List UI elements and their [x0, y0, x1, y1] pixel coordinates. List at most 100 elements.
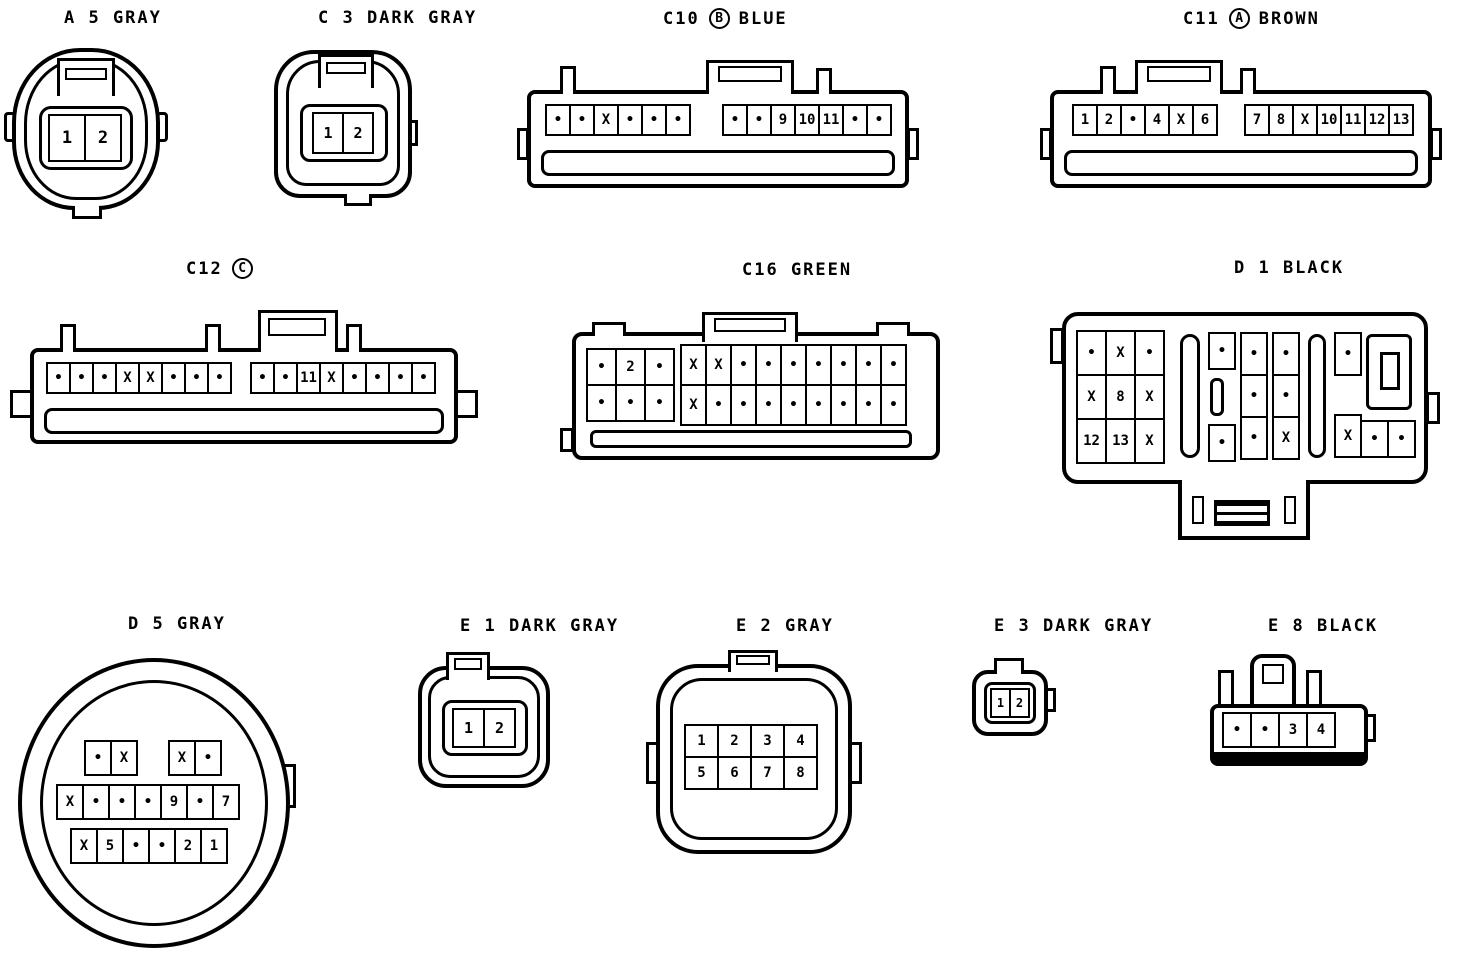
- top-key: [560, 66, 576, 94]
- pin: •: [194, 740, 222, 776]
- pin: •: [46, 362, 71, 394]
- pin-column: •••: [1240, 332, 1268, 460]
- circled-letter-a: A: [1228, 8, 1250, 29]
- pin: •: [1387, 420, 1416, 458]
- pin: •: [780, 384, 807, 426]
- pin: 1: [48, 114, 86, 162]
- pin: •: [805, 344, 832, 386]
- bottom-tab-slot: [1192, 496, 1204, 524]
- pin: •: [1250, 712, 1280, 748]
- pin: X: [680, 384, 707, 426]
- pin: •: [1208, 424, 1236, 462]
- pin-row: ••X•••: [545, 104, 691, 136]
- pin: X: [705, 344, 732, 386]
- pin: •: [411, 362, 436, 394]
- pin: •: [569, 104, 595, 136]
- connector-title-a5: A 5 GRAY: [64, 8, 162, 28]
- pin: •: [1272, 374, 1300, 418]
- pin: •: [122, 828, 150, 864]
- pin: •: [1272, 332, 1300, 376]
- bottom-tab-slot: [1284, 496, 1296, 524]
- pin-row: ••: [1360, 420, 1416, 458]
- title-text: BROWN: [1258, 8, 1320, 29]
- pin: •: [855, 384, 882, 426]
- connector-title-c3: C 3 DARK GRAY: [318, 8, 478, 28]
- pin: 11: [1340, 104, 1366, 136]
- pin: 2: [174, 828, 202, 864]
- pin-row: X•: [168, 740, 222, 776]
- pin: 5: [684, 756, 719, 790]
- connector-title-c16: C16 GREEN: [742, 260, 853, 280]
- bottom-key: [344, 194, 372, 206]
- pin-row: X••••••••: [680, 384, 907, 426]
- pin: •: [1240, 416, 1268, 460]
- top-key: [816, 68, 832, 94]
- pin: 2: [1009, 688, 1030, 718]
- connector-title-c10: C10 B BLUE: [663, 8, 788, 29]
- housing-lower-rail: [541, 150, 895, 176]
- title-text: C12: [186, 258, 223, 279]
- pin: 4: [1144, 104, 1170, 136]
- top-key: [205, 324, 221, 352]
- title-text: BLUE: [738, 8, 788, 29]
- pin: •: [755, 344, 782, 386]
- pin: •: [730, 384, 757, 426]
- pin: 11: [296, 362, 321, 394]
- pin: •: [1120, 104, 1146, 136]
- pin: 13: [1105, 418, 1136, 464]
- pin: X: [1076, 374, 1107, 420]
- title-text: C11: [1183, 8, 1220, 29]
- pin-column: •X: [1334, 332, 1362, 458]
- pin: •: [830, 344, 857, 386]
- pin: 1: [452, 708, 485, 748]
- pin: 1: [990, 688, 1011, 718]
- pin: 11: [818, 104, 844, 136]
- pin: 6: [1192, 104, 1218, 136]
- pin-row: •X•: [1076, 330, 1165, 376]
- top-key: [346, 324, 362, 352]
- pin: 2: [615, 348, 646, 386]
- pin: •: [730, 344, 757, 386]
- pin: •: [92, 362, 117, 394]
- pin: •: [545, 104, 571, 136]
- pin: X: [1292, 104, 1318, 136]
- pin: •: [250, 362, 275, 394]
- latch-tab: [994, 658, 1024, 674]
- pin: 3: [1278, 712, 1308, 748]
- title-text: C10: [663, 8, 700, 29]
- pin: •: [184, 362, 209, 394]
- pin: X: [1272, 416, 1300, 460]
- keying-slot: [1308, 334, 1326, 458]
- pin: 9: [160, 784, 188, 820]
- pin: 13: [1388, 104, 1414, 136]
- pin: •: [108, 784, 136, 820]
- pin: •: [855, 344, 882, 386]
- pin: •: [365, 362, 390, 394]
- pin: 1: [684, 724, 719, 758]
- side-latch: [1426, 392, 1440, 424]
- latch-tab-detail: [1262, 664, 1284, 684]
- latch-tab-detail: [268, 318, 326, 336]
- pin: •: [1240, 332, 1268, 376]
- pin: •: [1334, 332, 1362, 376]
- pin: X: [56, 784, 84, 820]
- bottom-key: [72, 206, 102, 219]
- pin: X: [70, 828, 98, 864]
- top-key: [60, 324, 76, 352]
- pin: X: [138, 362, 163, 394]
- connector-title-e2: E 2 GRAY: [736, 616, 834, 636]
- pin: X: [680, 344, 707, 386]
- pin-row: •X: [84, 740, 138, 776]
- pin: 4: [1306, 712, 1336, 748]
- pin: •: [134, 784, 162, 820]
- pin: •: [84, 740, 112, 776]
- top-key: [876, 322, 910, 336]
